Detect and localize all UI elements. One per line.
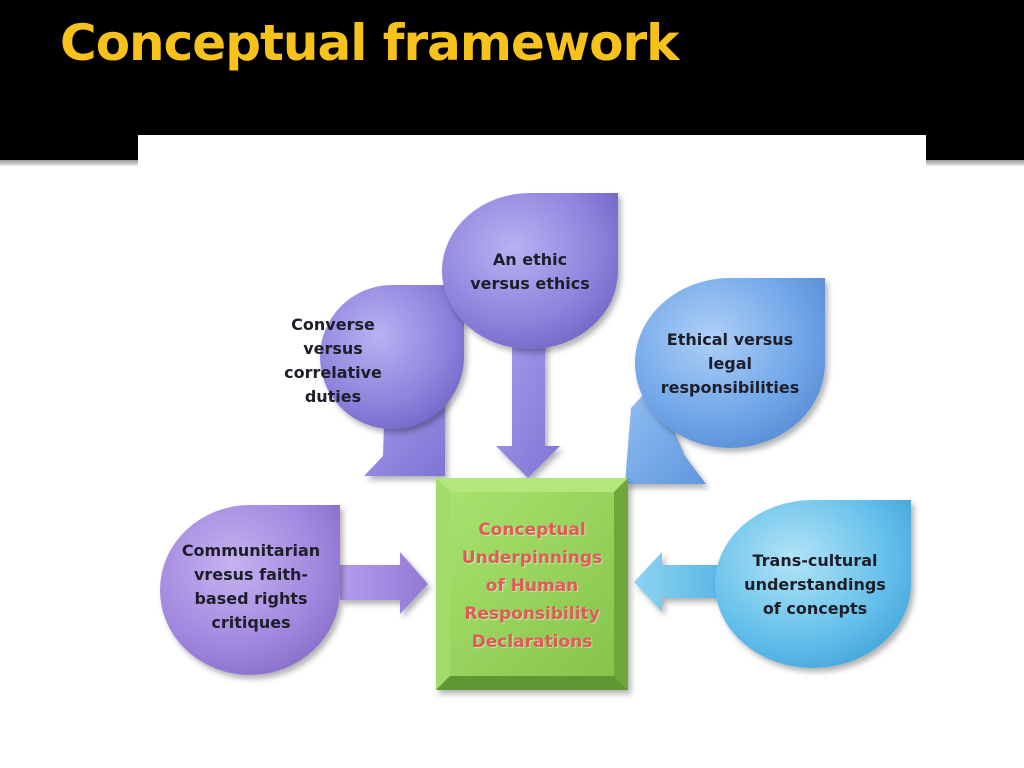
shape-ethical-legal xyxy=(635,278,825,448)
node-communitarian-label: Communitarian vresus faith- based rights… xyxy=(181,541,321,632)
center-label: Conceptual Underpinnings of Human Respon… xyxy=(461,520,603,652)
node-converse-label: Converse versus correlative duties xyxy=(284,315,382,406)
shape-ethic xyxy=(442,193,618,349)
slide-title: Conceptual framework xyxy=(60,14,679,72)
shape-communitarian xyxy=(160,505,340,675)
arrow-ethic xyxy=(496,340,560,478)
arrow-transcultural xyxy=(634,552,720,612)
node-ethical-legal-label: Ethical versus legal responsibilities xyxy=(660,330,800,397)
shape-transcultural xyxy=(715,500,911,668)
arrow-ethical-legal xyxy=(625,394,706,484)
header-band xyxy=(0,0,1024,160)
arrow-communitarian xyxy=(340,552,428,614)
node-transcultural-label: Trans-cultural understandings of concept… xyxy=(744,551,886,618)
shape-converse xyxy=(320,285,464,429)
node-ethic-label: An ethic versus ethics xyxy=(470,250,590,293)
center-box xyxy=(436,478,628,690)
